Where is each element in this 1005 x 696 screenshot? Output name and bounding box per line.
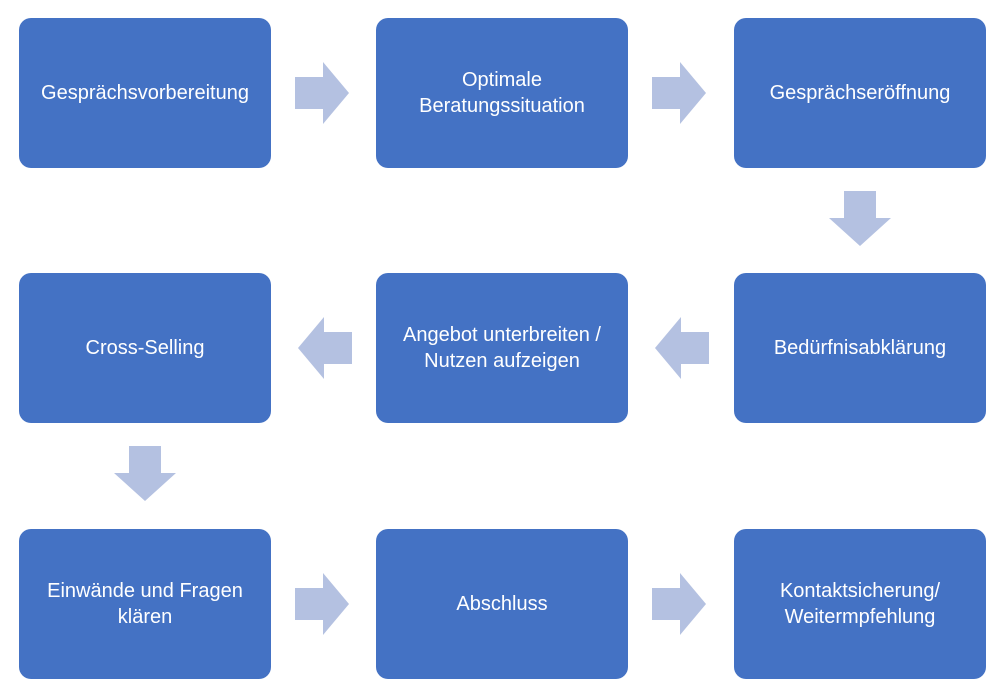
step-gespraechseroeffnung: Gesprächseröffnung (734, 18, 986, 168)
arrow-right-icon (295, 62, 349, 124)
arrow-down-icon (829, 191, 891, 246)
step-abschluss: Abschluss (376, 529, 628, 679)
arrow-right-icon (652, 62, 706, 124)
arrow-right-icon (295, 573, 349, 635)
step-label: Abschluss (456, 593, 548, 615)
step-cross-selling: Cross-Selling (19, 273, 271, 423)
step-label: Cross-Selling (85, 337, 205, 359)
step-gespraechsvorbereitung: Gesprächsvorbereitung (19, 18, 271, 168)
step-label: Bedürfnisabklärung (773, 337, 947, 359)
step-label: Kontaktsicherung/ Weitermpfehlung (779, 580, 941, 628)
arrow-down-icon (114, 446, 176, 501)
step-label: Einwände und Fragen klären (47, 580, 243, 628)
step-angebot-unterbreiten: Angebot unterbreiten / Nutzen aufzeigen (376, 273, 628, 423)
step-label: Optimale Beratungssituation (419, 69, 585, 117)
step-kontaktsicherung: Kontaktsicherung/ Weitermpfehlung (734, 529, 986, 679)
step-einwaende-klaeren: Einwände und Fragen klären (19, 529, 271, 679)
step-label: Angebot unterbreiten / Nutzen aufzeigen (403, 324, 601, 372)
step-label: Gesprächseröffnung (769, 82, 951, 104)
arrow-left-icon (655, 317, 709, 379)
step-label: Gesprächsvorbereitung (41, 82, 249, 104)
step-beduerfnisabklaerung: Bedürfnisabklärung (734, 273, 986, 423)
arrow-right-icon (652, 573, 706, 635)
step-optimale-beratungssituation: Optimale Beratungssituation (376, 18, 628, 168)
arrow-left-icon (298, 317, 352, 379)
